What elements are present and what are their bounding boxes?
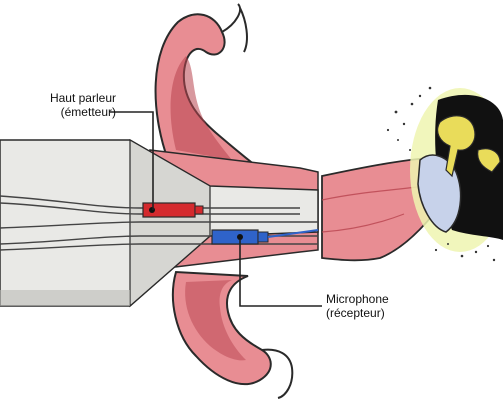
speaker-callout: Haut parleur (émetteur) <box>14 91 116 119</box>
microphone-label-line2: (récepteur) <box>326 306 436 320</box>
speaker-label-line1: Haut parleur <box>14 91 116 105</box>
microphone-label-line1: Microphone <box>326 292 436 306</box>
outer-ear-lower <box>173 272 292 398</box>
microphone-callout: Microphone (récepteur) <box>326 292 436 320</box>
outer-ear-upper <box>156 4 256 168</box>
speaker-label-line2: (émetteur) <box>14 105 116 119</box>
speaker-emitter <box>143 203 203 217</box>
